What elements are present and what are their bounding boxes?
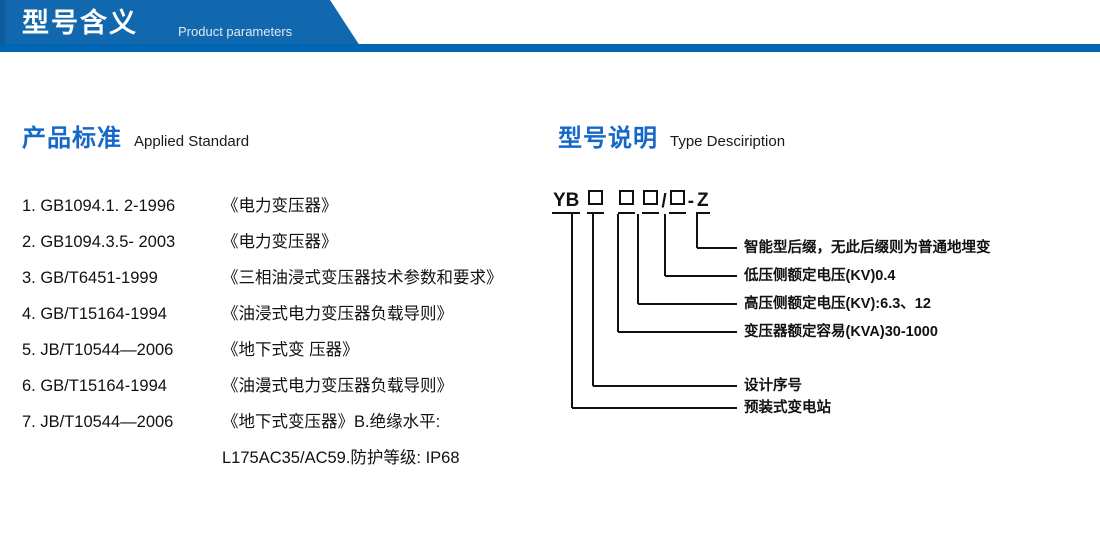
standards-list: 1. GB1094.1. 2-1996 《电力变压器》 2. GB1094.3.… xyxy=(22,192,542,480)
leader-lines xyxy=(571,214,737,409)
code-slash: / xyxy=(661,191,667,212)
standard-name: 《地下式变 压器》 xyxy=(222,341,359,359)
code-box-icon xyxy=(619,190,635,205)
code-dash: - xyxy=(687,191,695,212)
standard-name: 《油浸式电力变压器负载导则》 xyxy=(222,305,453,323)
label-smart-suffix: 智能型后缀，无此后缀则为普通地埋变 xyxy=(744,240,991,256)
standards-heading-cn: 产品标准 xyxy=(22,125,122,152)
code-slot-lv xyxy=(668,190,686,214)
label-lv-voltage: 低压侧额定电压(KV)0.4 xyxy=(744,268,896,284)
standard-code: 1. GB1094.1. 2-1996 xyxy=(22,197,176,215)
type-heading-cn: 型号说明 xyxy=(558,125,658,152)
code-suffix: Z xyxy=(696,190,710,214)
list-item: 6. GB/T15164-1994 《油漫式电力变压器负载导则》 xyxy=(22,372,542,408)
standard-name: L175AC35/AC59.防护等级: IP68 xyxy=(222,449,460,467)
page-header: 型号含义 Product parameters xyxy=(0,0,1100,56)
list-item: 5. JB/T10544—2006 《地下式变 压器》 xyxy=(22,336,542,372)
standard-name: 《油漫式电力变压器负载导则》 xyxy=(222,377,453,395)
list-item: 4. GB/T15164-1994 《油浸式电力变压器负载导则》 xyxy=(22,300,542,336)
code-slot-capacity xyxy=(618,190,636,214)
label-hv-voltage: 高压侧额定电压(KV):6.3、12 xyxy=(744,296,931,312)
code-box-icon xyxy=(669,190,685,205)
standard-code: 2. GB1094.3.5- 2003 xyxy=(22,233,176,251)
header-banner-edge xyxy=(0,0,5,46)
type-heading-en: Type Desciription xyxy=(670,133,786,150)
header-rule xyxy=(0,44,1100,52)
standard-code: 7. JB/T10544—2006 xyxy=(22,413,174,431)
code-prefix: YB xyxy=(552,190,581,214)
standard-name: 《三相油浸式变压器技术参数和要求》 xyxy=(222,269,503,287)
page-subtitle: Product parameters xyxy=(178,24,293,39)
standard-code: 3. GB/T6451-1999 xyxy=(22,269,158,287)
label-design-serial: 设计序号 xyxy=(744,378,802,394)
list-item: 7. JB/T10544—2006 《地下式变压器》B.绝缘水平: xyxy=(22,408,542,444)
list-item: 2. GB1094.3.5- 2003 《电力变压器》 xyxy=(22,228,542,264)
code-slot-design xyxy=(587,190,605,214)
standard-code: 5. JB/T10544—2006 xyxy=(22,341,174,359)
code-box-icon xyxy=(588,190,604,205)
list-item: 3. GB/T6451-1999 《三相油浸式变压器技术参数和要求》 xyxy=(22,264,542,300)
standard-name: 《地下式变压器》B.绝缘水平: xyxy=(222,413,441,431)
header-banner-shape xyxy=(0,0,360,46)
list-item-continuation: L175AC35/AC59.防护等级: IP68 xyxy=(22,444,542,480)
label-prefab-substation: 预装式变电站 xyxy=(744,400,831,416)
model-code-string: YB /-Z xyxy=(552,190,710,214)
standard-name: 《电力变压器》 xyxy=(222,197,338,215)
standards-section-heading: 产品标准 Applied Standard xyxy=(22,118,249,153)
list-item: 1. GB1094.1. 2-1996 《电力变压器》 xyxy=(22,192,542,228)
type-description-diagram: YB /-Z 智能型后缀，无此后缀则为普通地埋变 低压侧额定电压(KV)0.4 高… xyxy=(552,190,1092,440)
label-rated-capacity: 变压器额定容易(KVA)30-1000 xyxy=(744,324,938,340)
standard-code: 4. GB/T15164-1994 xyxy=(22,305,167,323)
standard-code: 6. GB/T15164-1994 xyxy=(22,377,167,395)
standard-name: 《电力变压器》 xyxy=(222,233,338,251)
type-section-heading: 型号说明 Type Desciription xyxy=(558,118,785,153)
code-slot-hv xyxy=(642,190,660,214)
code-box-icon xyxy=(643,190,659,205)
page-title: 型号含义 xyxy=(22,8,138,38)
standards-heading-en: Applied Standard xyxy=(134,133,250,150)
